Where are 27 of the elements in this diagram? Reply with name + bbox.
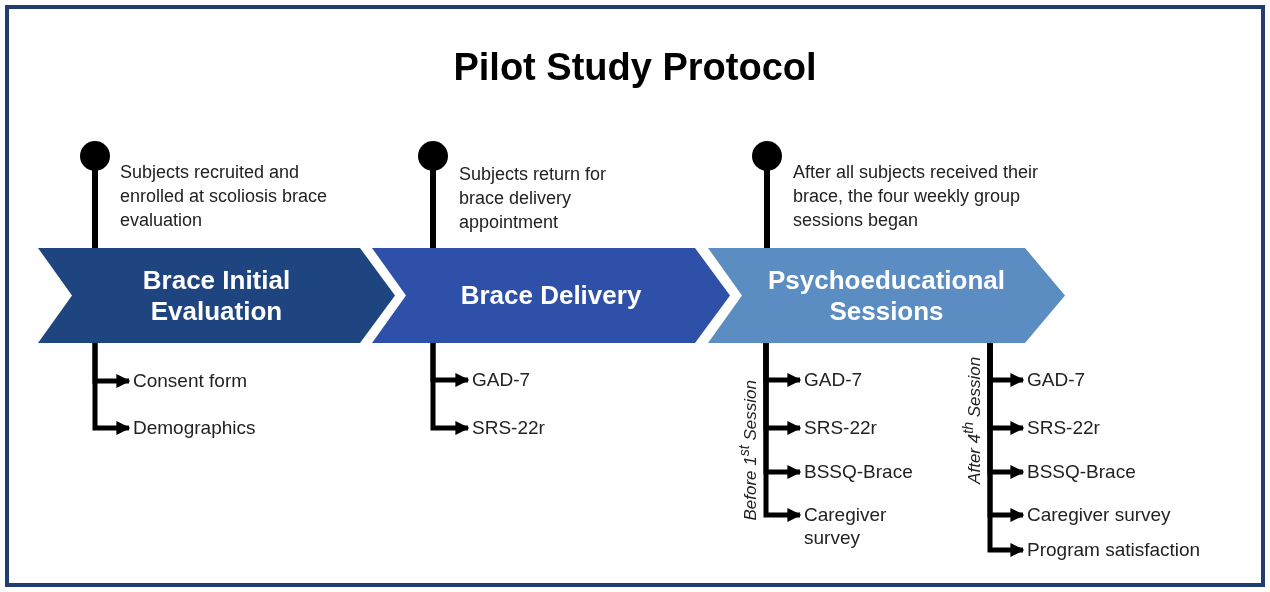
stage-title: Brace Delivery — [460, 280, 642, 311]
title: Pilot Study Protocol — [453, 46, 817, 88]
stage-banner — [372, 248, 730, 343]
stage-title: Psychoeducational Sessions — [767, 264, 1006, 327]
stage-banner — [38, 248, 395, 343]
measure-item: GAD-7 — [804, 368, 863, 391]
measure-item: SRS-22r — [804, 416, 877, 439]
stage-title: Brace Initial Evaluation — [141, 264, 292, 327]
description-text: After all subjects received their brace, the four weekly group sessions began — [793, 161, 1040, 232]
measure-item: Consent form — [133, 369, 248, 392]
arrow — [92, 343, 131, 435]
measure-item: Caregiver survey — [804, 503, 919, 549]
description-text: Subjects recruited and enrolled at scoliosis brace evaluation — [120, 161, 329, 232]
arrow — [763, 343, 802, 522]
stage-banner — [708, 248, 1065, 343]
measure-item: GAD-7 — [1027, 368, 1086, 391]
arrow — [987, 343, 1025, 557]
measure-item: Program satisfaction — [1027, 538, 1201, 561]
measure-item: SRS-22r — [1027, 416, 1100, 439]
arrow — [430, 343, 470, 435]
measure-item: Caregiver survey — [1027, 503, 1171, 526]
measure-item: GAD-7 — [472, 368, 531, 391]
measure-item: Demographics — [133, 416, 256, 439]
measure-item: BSSQ-Brace — [804, 460, 913, 483]
measure-item: SRS-22r — [472, 416, 545, 439]
description-text: Subjects return for brace delivery appointment — [459, 163, 608, 234]
measure-item: BSSQ-Brace — [1027, 460, 1136, 483]
